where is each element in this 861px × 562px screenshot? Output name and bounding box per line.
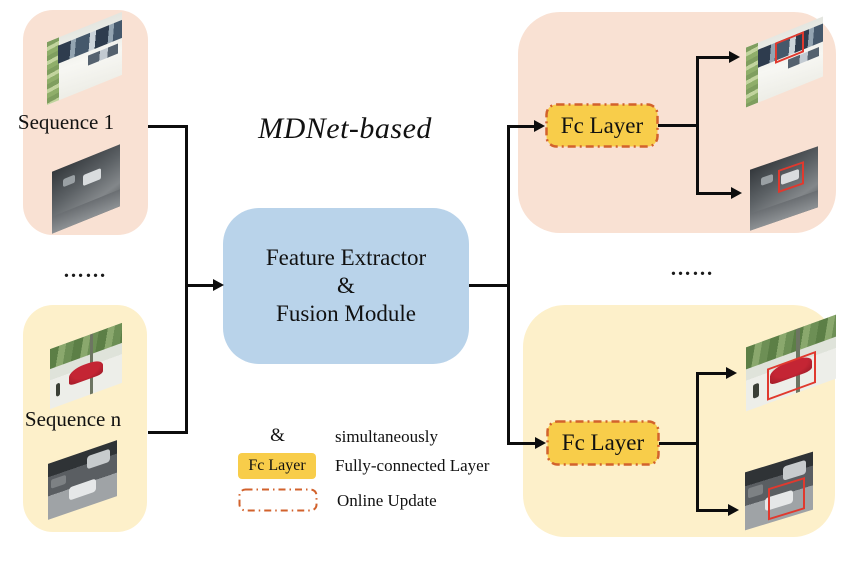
tracking-bbox <box>778 161 804 194</box>
dash-dot-border <box>238 488 318 512</box>
connector-line <box>698 56 730 59</box>
thermal-vehicle <box>68 478 97 501</box>
arrowhead-to-thermal-result <box>731 187 742 199</box>
thermal-vehicle <box>86 448 111 470</box>
legend-fc-symbol: Fc Layer <box>248 457 306 474</box>
connector-line <box>696 372 699 512</box>
module-line2: & <box>337 273 355 298</box>
connector-line <box>509 442 536 445</box>
dash-dot-border <box>545 103 659 148</box>
thermal-vehicle <box>50 474 66 490</box>
foliage-strip <box>746 42 759 108</box>
sequence-n-label: Sequence n <box>24 407 122 431</box>
feature-extractor-module: Feature Extractor & Fusion Module <box>223 208 469 364</box>
thermal-van <box>83 168 101 186</box>
arrowhead-to-rgb-result <box>726 367 737 379</box>
arrowhead-into-module <box>213 279 224 291</box>
connector-line <box>469 284 509 287</box>
arrowhead-to-thermal-result <box>728 504 739 516</box>
legend-fc-label: Fully-connected Layer <box>335 456 490 475</box>
sequence1-label: Sequence 1 <box>17 110 115 134</box>
arrowhead-into-fc-bottom <box>535 437 546 449</box>
legend-and-symbol: & <box>270 425 285 446</box>
pedestrian <box>55 382 61 398</box>
connector-line <box>186 284 214 287</box>
fc-layer-top-label: Fc Layer <box>560 112 644 138</box>
arrowhead-into-fc-top <box>534 120 545 132</box>
module-line3: Fusion Module <box>276 301 416 326</box>
dash-dot-border <box>546 420 660 466</box>
fc-layer-top-box: Fc Layer <box>545 103 659 148</box>
diagram-title: MDNet-based <box>258 112 432 145</box>
connector-line <box>658 124 698 127</box>
connector-line <box>148 125 186 128</box>
connector-line <box>698 372 727 375</box>
legend-fc-swatch: Fc Layer <box>238 453 316 479</box>
legend-online-update-label: Online Update <box>337 491 437 510</box>
foliage-strip <box>47 37 59 106</box>
red-car <box>69 358 103 387</box>
fc-layer-bottom-label: Fc Layer <box>561 430 645 455</box>
connector-line <box>507 125 510 445</box>
connector-line <box>659 442 698 445</box>
pedestrian <box>753 382 759 399</box>
connector-line <box>696 56 699 195</box>
right-ellipsis: …… <box>670 256 714 280</box>
thermal-blob <box>62 174 76 188</box>
connector-line <box>148 431 186 434</box>
fc-layer-bottom-box: Fc Layer <box>546 420 660 466</box>
connector-line <box>509 125 535 128</box>
legend-online-update-swatch <box>238 488 318 512</box>
legend-and-label: simultaneously <box>335 427 438 446</box>
connector-line <box>185 125 188 434</box>
thermal-blob <box>760 173 774 187</box>
left-ellipsis: …… <box>63 258 107 282</box>
module-line1: Feature Extractor <box>265 245 427 270</box>
arrowhead-to-rgb-result <box>729 51 740 63</box>
connector-line <box>698 509 729 512</box>
thermal-vehicle <box>747 484 763 499</box>
connector-line <box>698 192 732 195</box>
